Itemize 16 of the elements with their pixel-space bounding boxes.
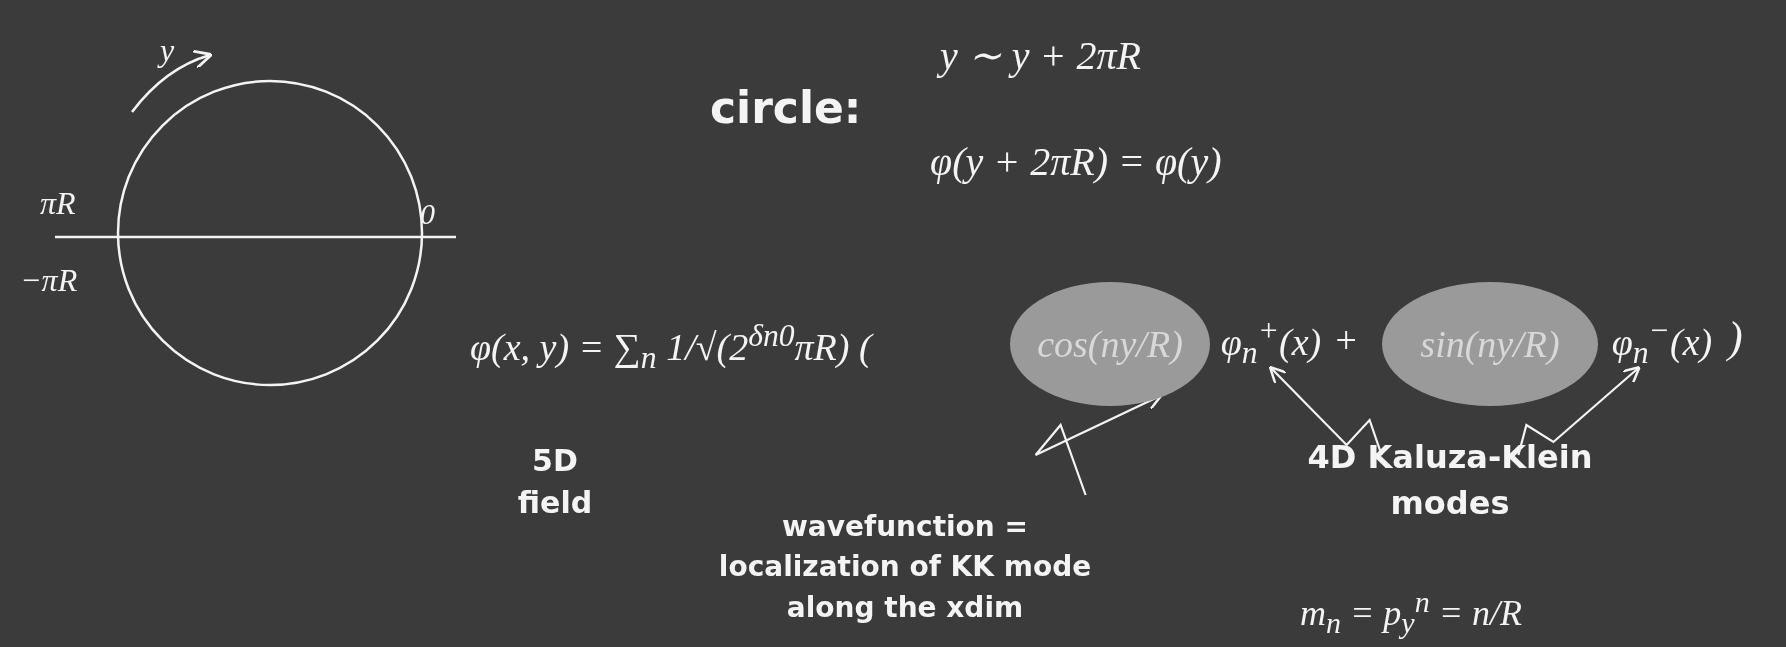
math-label: ): [1728, 312, 1743, 363]
math-label: φ(x, y) = ∑$_{n}$ 1/√(2$^{δn0}$πR) (: [470, 318, 872, 377]
highlight-ellipse: cos(ny/R): [1010, 282, 1210, 406]
math-term: φ$_{n}$$^{+}$(x): [1220, 312, 1322, 372]
math-term: φ$_{n}$$^{−}$(x): [1611, 312, 1713, 372]
arrow: [1517, 365, 1641, 456]
annotation-text: wavefunction = localization of KK mode along the xdim: [717, 508, 1093, 626]
math-label: πR: [40, 185, 76, 222]
annotation-text: 4D Kaluza-Klein modes: [1306, 436, 1594, 524]
math-label: +: [1333, 318, 1359, 362]
math-label: −πR: [20, 262, 78, 299]
annotation-text: circle:: [710, 82, 862, 133]
highlight-ellipse: sin(ny/R): [1382, 282, 1598, 406]
math-label: m$_{n}$ = p$_{y}$$^{n}$ = n/R: [1300, 585, 1522, 641]
math-label: φ(y + 2πR) = φ(y): [930, 138, 1222, 185]
annotation-text: 5D field: [516, 442, 594, 522]
